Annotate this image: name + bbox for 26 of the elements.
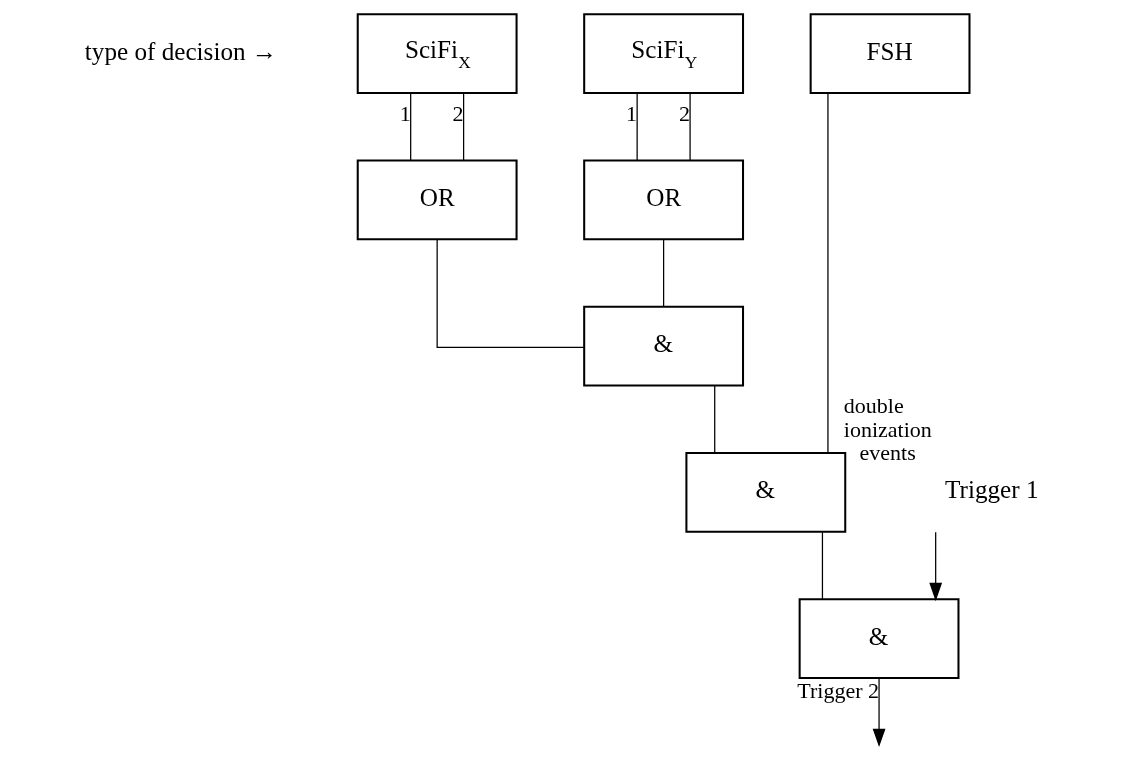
node-box: OR: [356, 159, 518, 241]
node-box: &: [583, 305, 745, 387]
node-box: &: [798, 598, 960, 679]
connector: [436, 238, 585, 348]
edge-label: Trigger 2: [797, 677, 879, 703]
connector: [410, 92, 412, 162]
connector: [827, 92, 829, 454]
edge-label: 2: [679, 101, 691, 127]
edge-label: 1: [399, 101, 411, 127]
edge-label: 1: [626, 101, 638, 127]
arrow: [872, 677, 886, 748]
arrow: [929, 531, 943, 602]
node-text: Trigger 1: [945, 476, 1039, 504]
edge-label: 2: [452, 101, 464, 127]
node-box: SciFi$_{X}$: [356, 13, 518, 94]
label: type of decision →: [84, 37, 277, 65]
node-box: FSH: [809, 13, 971, 94]
node-box: &: [685, 452, 847, 533]
connector: [821, 531, 824, 600]
connector: [636, 92, 638, 162]
connector: [689, 92, 691, 162]
node-box: OR: [583, 159, 745, 241]
node-box: SciFi$_{Y}$: [583, 13, 745, 94]
connector: [463, 92, 465, 162]
connector: [714, 385, 716, 454]
connector: [663, 239, 665, 308]
